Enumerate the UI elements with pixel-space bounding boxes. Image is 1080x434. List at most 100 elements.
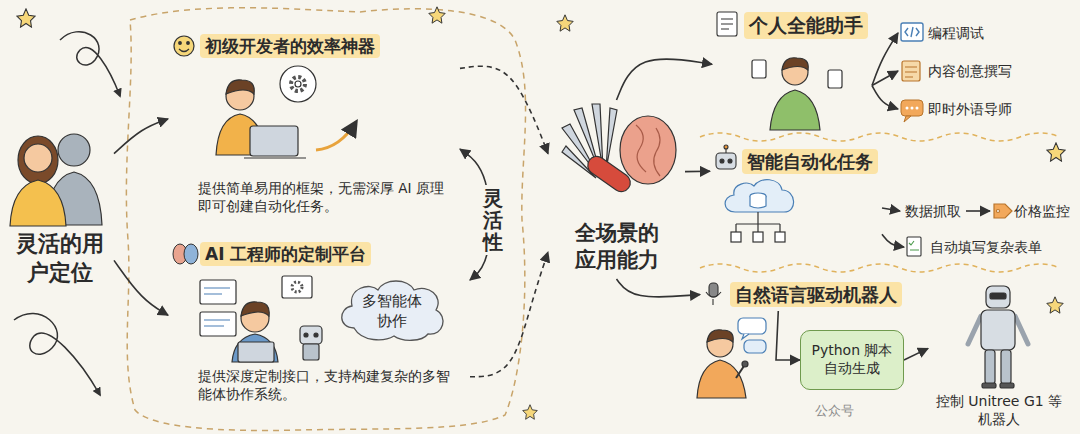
swirl-doodle — [60, 32, 120, 96]
connector — [776, 311, 800, 360]
skill-text: 即时外语导师 — [928, 100, 1012, 118]
edge-label: 灵活性 — [482, 185, 504, 255]
hub-node: 全场景的应用能力 — [548, 100, 685, 279]
notepad-icon — [717, 12, 737, 36]
scroll-icon — [902, 61, 920, 81]
developer-illustration — [291, 77, 305, 91]
speech-bubble-icon — [916, 107, 919, 110]
engineer-illustration — [204, 288, 230, 294]
section-divider — [700, 264, 1060, 272]
user-group: 灵活的用户定位 — [6, 118, 114, 296]
developer-illustration — [216, 66, 356, 158]
humanoid-robot — [981, 310, 1015, 350]
cloud-outline — [342, 281, 443, 340]
user-figures — [18, 136, 58, 184]
robot-head-icon — [720, 159, 724, 163]
robot-head-icon — [724, 145, 728, 149]
speaker-illustration — [697, 318, 766, 398]
star-doodle — [17, 7, 1065, 419]
connector — [882, 208, 900, 211]
knife-brain-illustration — [606, 108, 617, 170]
developer-illustration — [295, 81, 301, 87]
speaker-illustration — [736, 366, 744, 378]
engineer-illustration — [200, 276, 322, 362]
skill-item: 即时外语导师 — [898, 96, 1026, 122]
humanoid-robot — [986, 286, 1010, 308]
cloud-database — [731, 232, 741, 242]
connector — [617, 279, 701, 297]
code-window-icon — [905, 27, 919, 37]
connector — [872, 71, 898, 86]
speaker-illustration — [742, 361, 748, 367]
engineer-illustration — [304, 333, 308, 337]
engineer-illustration — [200, 280, 236, 304]
connector — [460, 66, 548, 154]
category-heading: 智能自动化任务 — [710, 145, 882, 250]
robot-caption: 控制 Unitree G1 等机器人 — [932, 392, 1066, 428]
connector — [617, 59, 713, 100]
engineer-illustration — [204, 320, 230, 326]
connector — [904, 348, 928, 360]
cloud-bubble: 多智能体协作 — [336, 276, 448, 342]
code-window-icon — [901, 23, 923, 41]
user-figures — [24, 144, 52, 172]
user-figures — [10, 134, 102, 226]
category-heading: 个人全能助手 — [712, 8, 872, 133]
cloud-database — [725, 180, 793, 242]
connector — [470, 252, 548, 377]
speaker-illustration — [707, 330, 733, 342]
humanoid-robot — [1000, 383, 1014, 388]
humanoid-robot — [968, 286, 1028, 388]
star-doodle — [1047, 143, 1065, 161]
speaker-illustration — [744, 340, 766, 353]
skill-item: 内容创意撰写 — [898, 58, 1026, 84]
swirl-doodle — [14, 313, 100, 395]
robot-head-icon — [716, 153, 736, 169]
star-doodle — [557, 15, 573, 31]
developer-illustration — [244, 157, 306, 158]
engineer-illustration — [292, 282, 302, 292]
speaker-illustration — [742, 334, 749, 339]
form-icon — [907, 237, 921, 256]
category-title: 智能自动化任务 — [742, 149, 878, 174]
knife-brain-illustration — [562, 104, 676, 195]
smiley-icon — [174, 36, 194, 56]
brain-icon — [173, 244, 198, 264]
engineer-illustration — [314, 333, 318, 337]
smiley-icon — [187, 42, 190, 45]
engineer-illustration — [300, 326, 322, 344]
smiley-icon — [179, 49, 189, 52]
speech-bubble-icon — [911, 107, 914, 110]
engineer-illustration — [241, 302, 269, 316]
dashed-cloud-outline — [126, 8, 525, 431]
user-figures — [58, 134, 90, 166]
panel-body: 提供深度定制接口，支持构建复杂的多智能体协作系统。 — [198, 368, 463, 403]
cloud-database — [725, 180, 793, 212]
robot-head-icon — [716, 145, 736, 169]
script-text: Python 脚本自动生成 — [808, 341, 896, 377]
engineer-illustration — [232, 334, 278, 362]
cloud-database — [736, 212, 780, 232]
robot-head-icon — [728, 159, 732, 163]
microphone-icon — [709, 283, 718, 297]
developer-illustration — [316, 122, 356, 150]
task-text: 数据抓取 — [905, 202, 961, 220]
cloud-database — [750, 196, 766, 208]
scroll-icon — [902, 61, 920, 81]
user-figures — [10, 180, 66, 226]
engineer-illustration — [282, 276, 312, 298]
category-title: 个人全能助手 — [744, 12, 868, 39]
smiley-icon — [179, 42, 182, 45]
connector — [114, 119, 168, 154]
edge-label-holder: 灵活性 — [482, 185, 504, 255]
section-divider — [700, 133, 1060, 272]
microphone-icon — [706, 283, 721, 305]
feature-panel: 多智能体协作AI 工程师的定制平台提供深度定制接口，支持构建复杂的多智能体协作系… — [168, 236, 470, 412]
script-box: Python 脚本自动生成 — [800, 330, 904, 390]
connector — [685, 170, 710, 172]
developer-illustration — [226, 80, 254, 94]
knife-brain-illustration — [620, 116, 676, 184]
assistant-illustration — [770, 90, 820, 130]
smiley-icon — [174, 36, 194, 56]
speaker-illustration — [738, 318, 766, 334]
